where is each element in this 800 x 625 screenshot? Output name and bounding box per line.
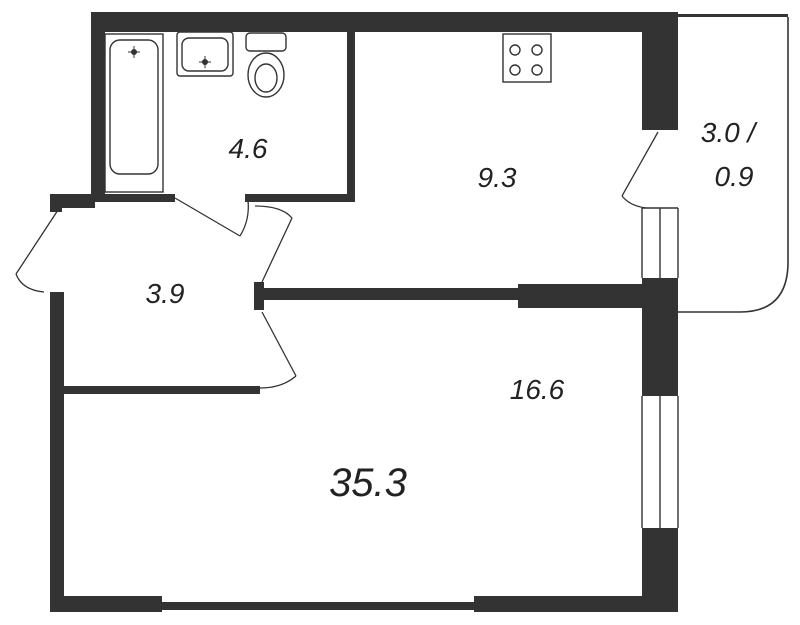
toilet-icon — [245, 32, 287, 98]
living-area-label: 16.6 — [510, 374, 565, 405]
doors — [15, 131, 659, 389]
stove-icon — [502, 33, 552, 83]
sink-icon — [176, 31, 234, 77]
bathroom-area-label: 4.6 — [229, 133, 268, 164]
kitchen-area-label: 9.3 — [478, 162, 517, 193]
walls — [50, 12, 788, 612]
bathtub-icon — [104, 33, 164, 193]
windows — [641, 207, 679, 528]
balcony-area-label-line2: 0.9 — [715, 161, 754, 192]
hall-area-label: 3.9 — [146, 278, 185, 309]
balcony-area-label-line1: 3.0 / — [701, 117, 759, 148]
total-area-label: 35.3 — [329, 461, 407, 505]
balcony-outline — [678, 17, 789, 313]
